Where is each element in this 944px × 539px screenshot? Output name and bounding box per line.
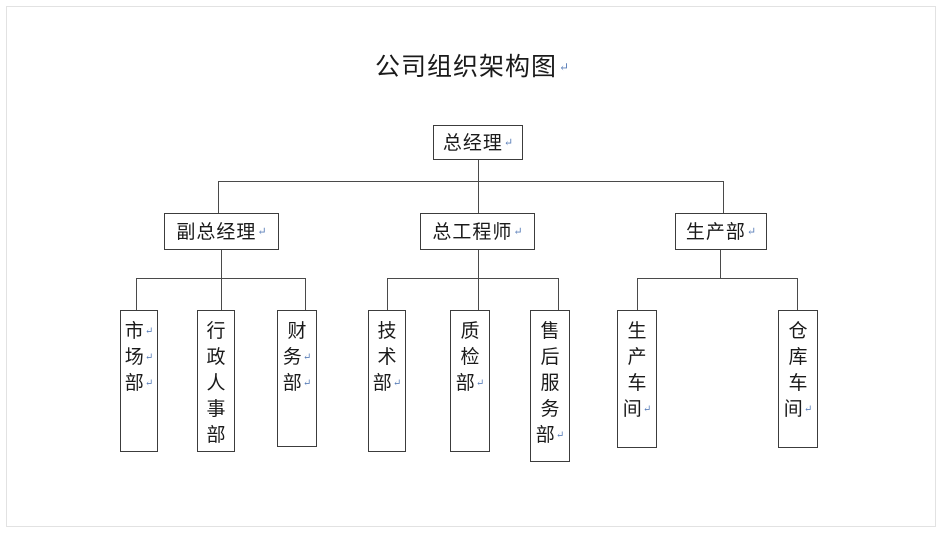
org-node-chief-engineer[interactable]: 总工程师↵ — [420, 213, 535, 250]
org-node-label: 副总经理 — [176, 220, 257, 243]
org-node-general-manager[interactable]: 总经理↵ — [433, 125, 523, 160]
paragraph-mark-icon: ↵ — [558, 60, 570, 74]
connector-bus-to-hr — [221, 278, 222, 310]
connector-bus-to-tec — [387, 278, 388, 310]
paragraph-mark-icon: ↵ — [513, 224, 523, 238]
paragraph-mark-icon: ↵ — [503, 135, 514, 149]
org-node-label-char: 间↵ — [622, 398, 652, 420]
paragraph-mark-icon: ↵ — [257, 224, 267, 238]
paragraph-mark-icon: ↵ — [746, 224, 757, 238]
org-node-label-char: 部↵ — [535, 424, 565, 446]
org-node-label-char: 财 — [287, 320, 307, 342]
org-node-label-char: 部 — [206, 424, 226, 446]
connector-bus-to-fin — [305, 278, 306, 310]
connector-bus-to-pw — [637, 278, 638, 310]
connector-bus-to-ce — [478, 181, 479, 213]
paragraph-mark-icon: ↵ — [803, 404, 813, 415]
org-node-label-char: 务 — [540, 398, 560, 420]
connector-tier2-bus — [218, 181, 724, 182]
paragraph-mark-icon: ↵ — [642, 404, 652, 415]
org-node-after-sales-service-department[interactable]: 售后服务部↵ — [530, 310, 570, 462]
connector-bus-to-mkt — [136, 278, 137, 310]
connector-gm-down — [478, 160, 479, 181]
page-title-text: 公司组织架构图 — [374, 52, 557, 81]
connector-pd-bus — [637, 278, 798, 279]
org-node-production-department[interactable]: 生产部↵ — [675, 213, 767, 250]
org-node-label-char: 产 — [627, 346, 647, 368]
connector-pd-down — [720, 250, 721, 278]
org-node-technology-department[interactable]: 技术部↵ — [368, 310, 406, 452]
org-node-label: 总经理 — [442, 131, 503, 154]
org-node-deputy-general-manager[interactable]: 副总经理↵ — [164, 213, 279, 250]
connector-bus-to-dgm — [218, 181, 219, 213]
org-node-label-char: 售 — [540, 320, 560, 342]
connector-ce-down — [478, 250, 479, 278]
org-node-label-char: 库 — [788, 346, 808, 368]
paragraph-mark-icon: ↵ — [144, 326, 154, 337]
page-title: 公司组织架构图↵ — [0, 52, 944, 82]
org-node-warehouse-workshop[interactable]: 仓库车间↵ — [778, 310, 818, 448]
paragraph-mark-icon: ↵ — [475, 378, 485, 389]
org-node-label: 生产部 — [685, 220, 746, 243]
connector-bus-to-qc — [478, 278, 479, 310]
paragraph-mark-icon: ↵ — [302, 378, 312, 389]
connector-bus-to-ww — [797, 278, 798, 310]
paragraph-mark-icon: ↵ — [555, 430, 565, 441]
org-node-finance-department[interactable]: 财务↵ 部↵ — [277, 310, 317, 447]
paragraph-mark-icon: ↵ — [144, 352, 154, 363]
org-node-label: 总工程师 — [432, 220, 513, 243]
org-node-label-char: 车 — [788, 372, 808, 394]
connector-dgm-down — [221, 250, 222, 278]
org-node-label-char: 部↵ — [372, 372, 402, 394]
org-node-production-workshop[interactable]: 生产车间↵ — [617, 310, 657, 448]
org-node-label-char: 术 — [377, 346, 397, 368]
org-node-label-char: 车 — [627, 372, 647, 394]
org-node-label-char: 行 — [206, 320, 226, 342]
org-node-label-char: 技 — [377, 320, 397, 342]
connector-bus-to-svc — [558, 278, 559, 310]
org-node-label-char: 检 — [460, 346, 480, 368]
org-node-label-char: 人 — [206, 372, 226, 394]
org-node-label-char: 务↵ — [282, 346, 312, 368]
connector-ce-bus — [387, 278, 559, 279]
org-node-label-char: 政 — [206, 346, 226, 368]
paragraph-mark-icon: ↵ — [302, 352, 312, 363]
paragraph-mark-icon: ↵ — [392, 378, 402, 389]
org-node-label-char: 质 — [460, 320, 480, 342]
org-node-label-char: 后 — [540, 346, 560, 368]
org-node-label-char: 场↵ — [124, 346, 154, 368]
org-node-label-char: 事 — [206, 398, 226, 420]
org-node-administration-hr-department[interactable]: 行政人事部 — [197, 310, 235, 452]
org-node-label-char: 部↵ — [124, 372, 154, 394]
org-node-label-char: 市↵ — [124, 320, 154, 342]
org-node-label-char: 部↵ — [455, 372, 485, 394]
org-node-label-char: 部↵ — [282, 372, 312, 394]
org-node-marketing-department[interactable]: 市↵ 场↵ 部↵ — [120, 310, 158, 452]
org-node-label-char: 间↵ — [783, 398, 813, 420]
org-node-label-char: 仓 — [788, 320, 808, 342]
org-node-label-char: 生 — [627, 320, 647, 342]
org-node-label-char: 服 — [540, 372, 560, 394]
paragraph-mark-icon: ↵ — [144, 378, 154, 389]
connector-bus-to-pd — [723, 181, 724, 213]
org-node-quality-control-department[interactable]: 质检部↵ — [450, 310, 490, 452]
